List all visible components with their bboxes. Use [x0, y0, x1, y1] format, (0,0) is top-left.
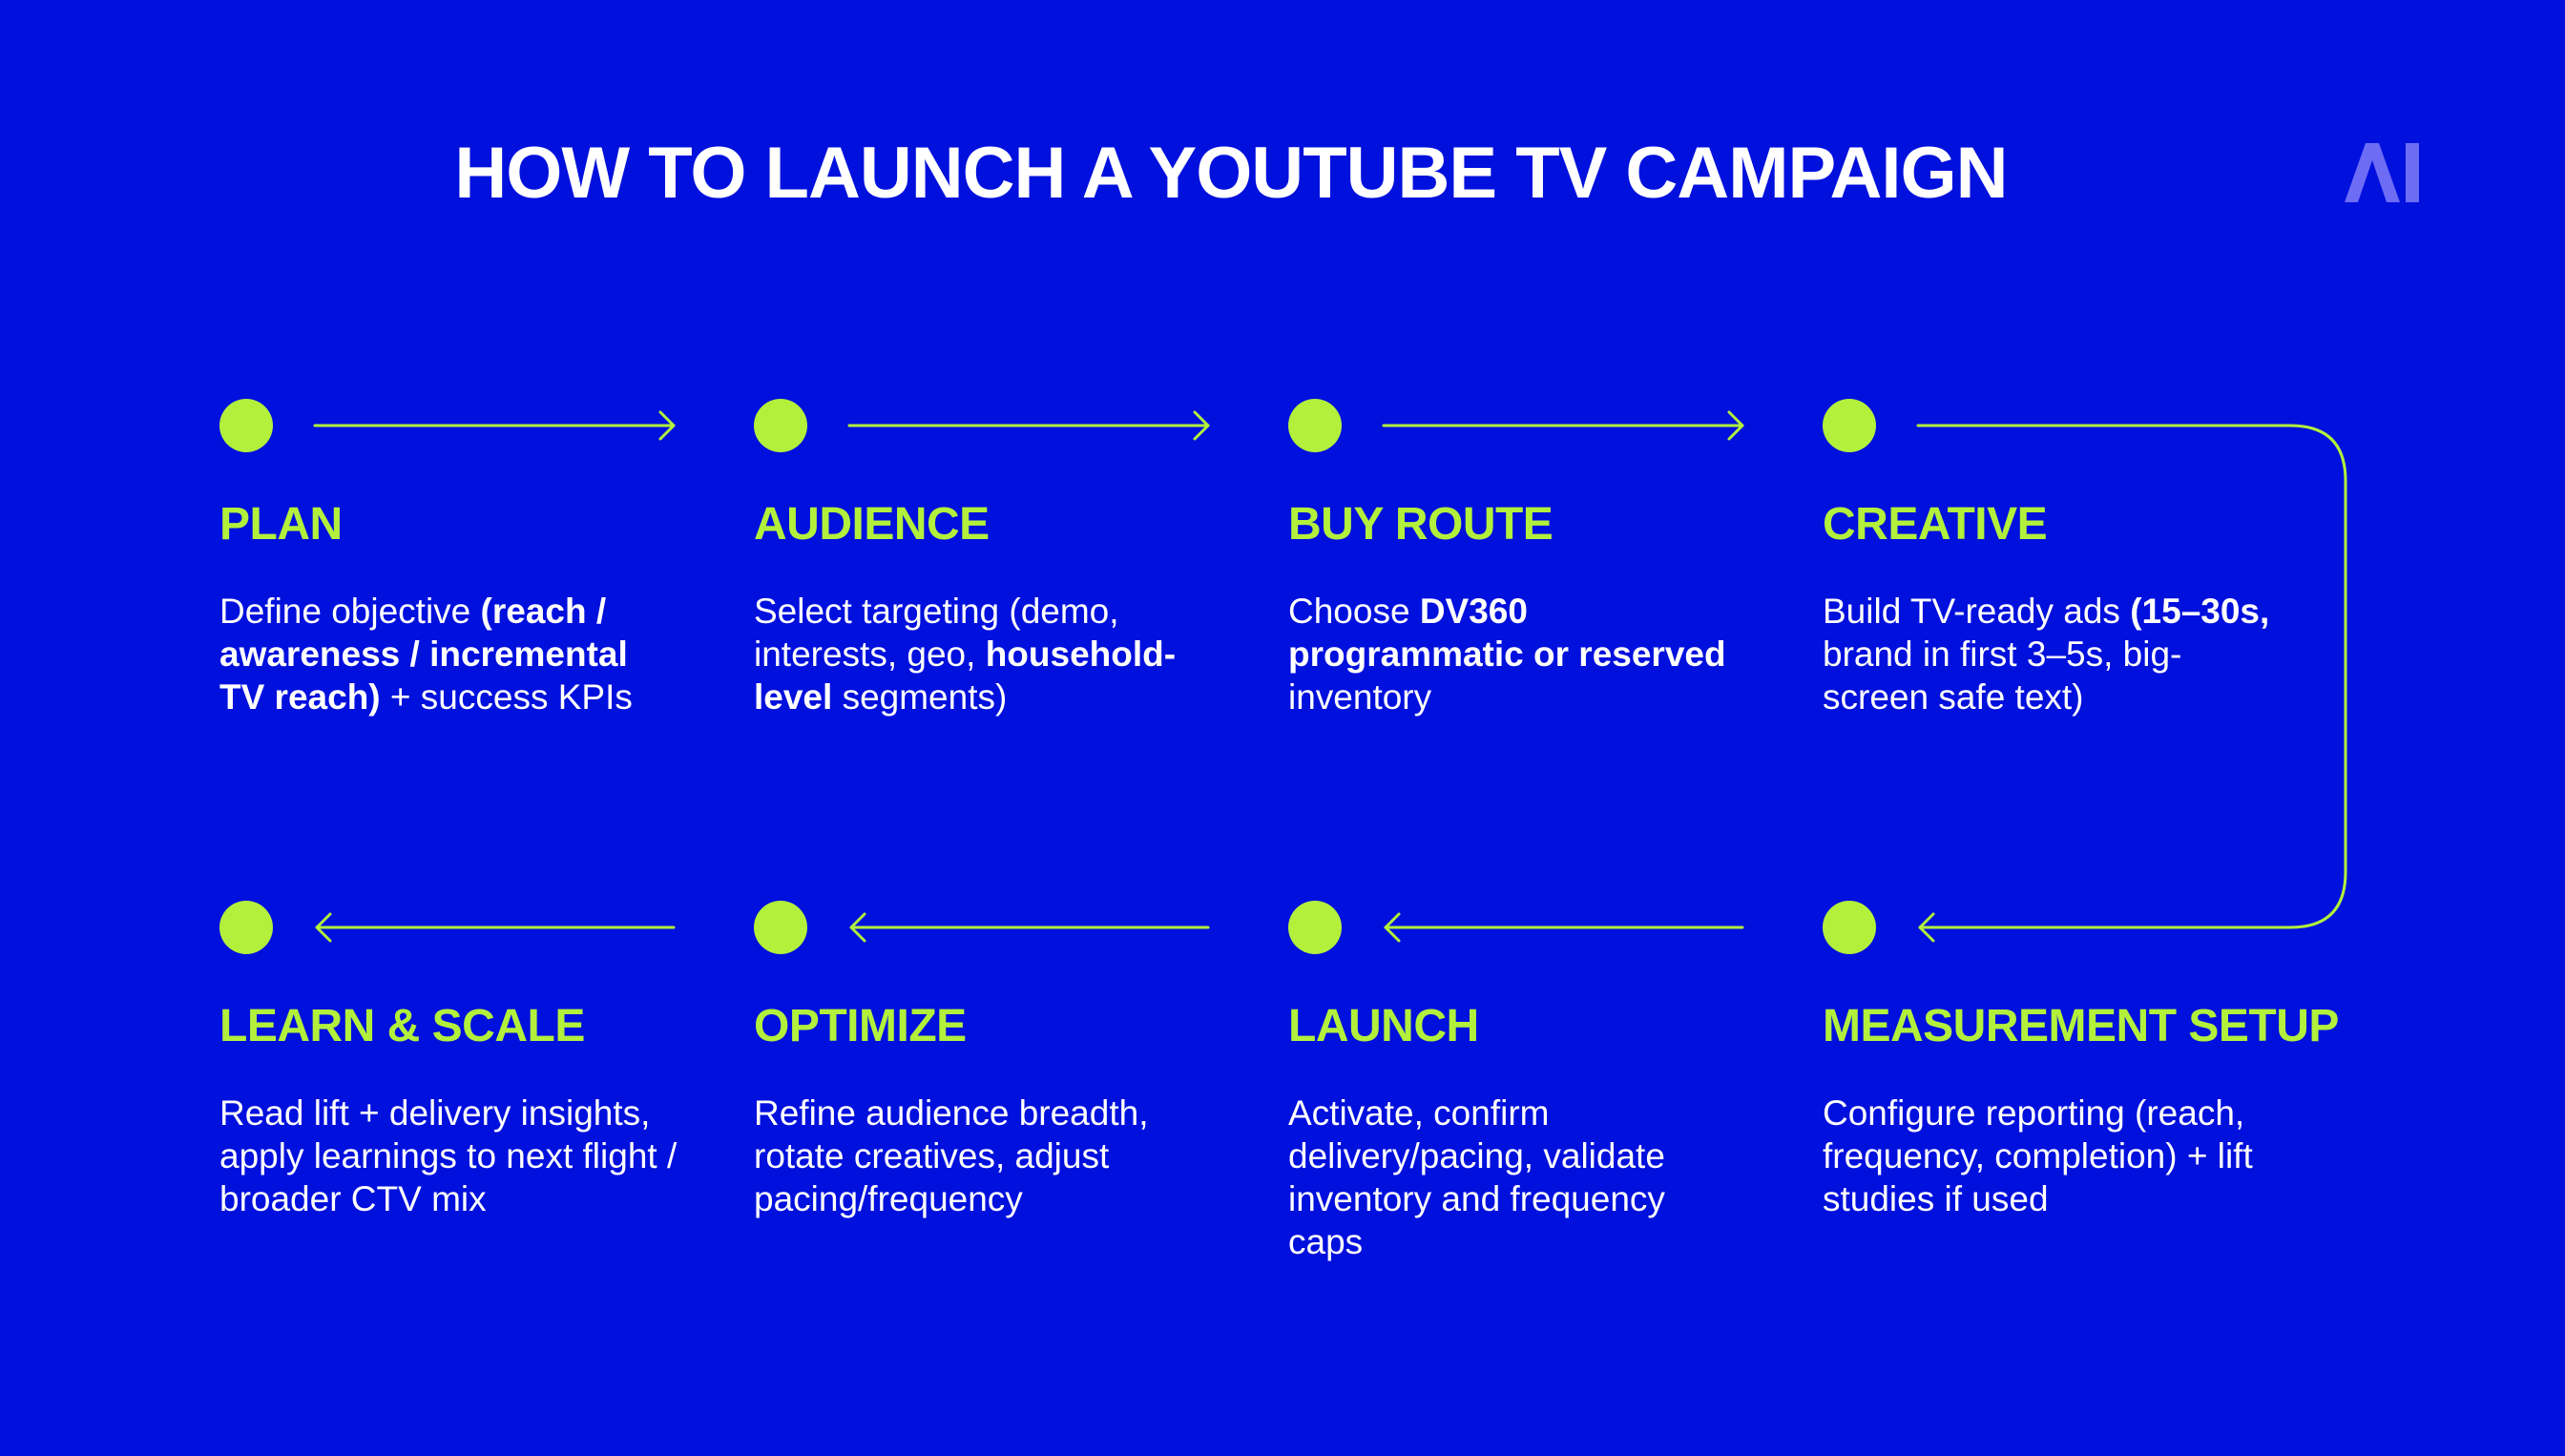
- step-description-measurement-setup: Configure reporting (reach, frequency, c…: [1823, 1092, 2281, 1220]
- arrow-launch-to-optimize: [849, 912, 1210, 943]
- step-heading-audience: AUDIENCE: [754, 499, 990, 550]
- step-heading-buy-route: BUY ROUTE: [1288, 499, 1554, 550]
- step-description-segment: (15–30s,: [2130, 592, 2270, 631]
- step-description-learn-and-scale: Read lift + delivery insights, apply lea…: [219, 1092, 678, 1220]
- step-heading-creative: CREATIVE: [1823, 499, 2048, 550]
- step-dot-plan: [219, 399, 273, 452]
- step-description-segment: Read lift + delivery insights, apply lea…: [219, 1093, 678, 1218]
- step-description-segment: Build TV-ready ads: [1823, 592, 2131, 631]
- step-heading-optimize: OPTIMIZE: [754, 1001, 967, 1051]
- step-dot-audience: [754, 399, 807, 452]
- arrow-optimize-to-learn: [315, 912, 676, 943]
- step-heading-learn-and-scale: LEARN & SCALE: [219, 1001, 585, 1051]
- step-description-segment: segments): [832, 677, 1008, 717]
- arrow-buyroute-to-creative: [1382, 410, 1744, 441]
- step-description-segment: (reach / awareness / incremental TV reac…: [219, 592, 628, 717]
- step-dot-optimize: [754, 901, 807, 954]
- step-description-creative: Build TV-ready ads (15–30s, brand in fir…: [1823, 590, 2281, 718]
- step-dot-measurement-setup: [1823, 901, 1876, 954]
- step-description-optimize: Refine audience breadth, rotate creative…: [754, 1092, 1212, 1220]
- step-description-segment: Refine audience breadth, rotate creative…: [754, 1093, 1149, 1218]
- step-description-audience: Select targeting (demo, interests, geo, …: [754, 590, 1212, 718]
- step-dot-learn-and-scale: [219, 901, 273, 954]
- arrow-plan-to-audience: [313, 410, 676, 441]
- step-dot-creative: [1823, 399, 1876, 452]
- arrow-measurement-to-launch: [1384, 912, 1744, 943]
- arrow-audience-to-buyroute: [847, 410, 1210, 441]
- step-description-plan: Define objective (reach / awareness / in…: [219, 590, 678, 718]
- step-description-segment: DV360 programmatic or reserved: [1288, 592, 1726, 674]
- step-dot-buy-route: [1288, 399, 1342, 452]
- step-description-segment: brand in first 3–5s, big-screen safe tex…: [1823, 634, 2182, 717]
- step-description-buy-route: Choose DV360 programmatic or reserved in…: [1288, 590, 1746, 718]
- step-description-segment: household-level: [754, 634, 1177, 717]
- page-title: HOW TO LAUNCH A YOUTUBE TV CAMPAIGN: [454, 133, 2008, 214]
- arrow-creative-to-measurement: [1916, 424, 2347, 943]
- brand-logo: [2345, 143, 2419, 202]
- step-heading-plan: PLAN: [219, 499, 343, 550]
- step-heading-measurement-setup: MEASUREMENT SETUP: [1823, 1001, 2339, 1051]
- step-description-segment: Activate, confirm delivery/pacing, valid…: [1288, 1093, 1665, 1261]
- step-description-segment: + success KPIs: [380, 677, 633, 717]
- step-description-segment: inventory: [1288, 677, 1432, 717]
- step-description-segment: Select targeting (demo, interests, geo,: [754, 592, 1119, 674]
- step-description-segment: Define objective: [219, 592, 481, 631]
- step-description-launch: Activate, confirm delivery/pacing, valid…: [1288, 1092, 1746, 1263]
- step-description-segment: Configure reporting (reach, frequency, c…: [1823, 1093, 2253, 1218]
- step-dot-launch: [1288, 901, 1342, 954]
- step-description-segment: Choose: [1288, 592, 1420, 631]
- step-heading-launch: LAUNCH: [1288, 1001, 1479, 1051]
